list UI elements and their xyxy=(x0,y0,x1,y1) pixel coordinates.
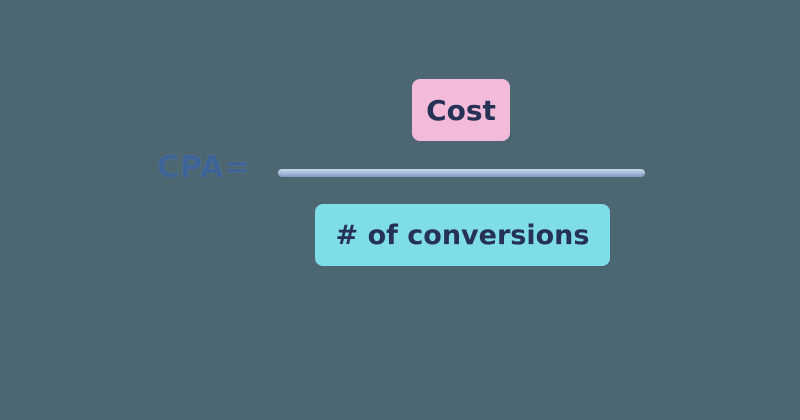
numerator-box: Cost xyxy=(412,79,510,141)
cpa-equals-label: CPA= xyxy=(157,150,251,185)
denominator-label: # of conversions xyxy=(335,219,590,251)
fraction-divider-bar xyxy=(278,169,645,177)
denominator-box: # of conversions xyxy=(315,204,610,266)
numerator-label: Cost xyxy=(426,93,496,127)
